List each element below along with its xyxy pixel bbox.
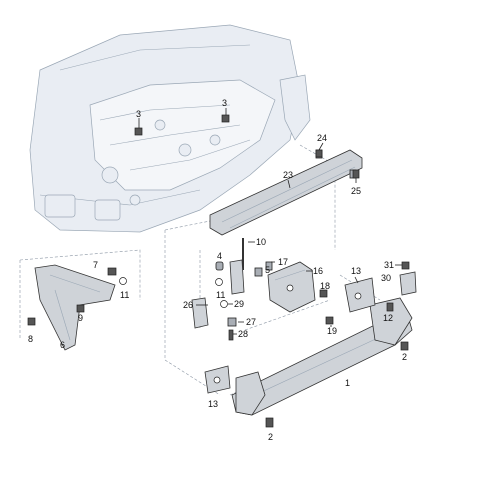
clip-11b xyxy=(215,278,223,286)
bumper-cross-member xyxy=(231,297,413,416)
callout-13a: 13 xyxy=(351,266,361,276)
nut-7 xyxy=(107,267,117,276)
bolt-25 xyxy=(352,169,360,179)
center-bracket xyxy=(191,297,237,341)
nut-29 xyxy=(220,300,228,308)
callout-12: 12 xyxy=(383,313,393,323)
vehicle-rear-body xyxy=(29,24,311,233)
bolt-12 xyxy=(386,302,394,312)
callout-28: 28 xyxy=(238,329,248,339)
fasteners xyxy=(27,114,410,428)
callout-31: 31 xyxy=(384,260,394,270)
callout-3b: 3 xyxy=(222,98,227,108)
bolt-24 xyxy=(315,149,323,158)
callout-17: 17 xyxy=(278,257,288,267)
callout-24: 24 xyxy=(317,133,327,143)
callout-16: 16 xyxy=(313,266,323,276)
bolt-2-right xyxy=(400,341,409,351)
callout-4: 4 xyxy=(217,251,222,261)
callout-labels: 3 3 24 23 25 10 4 5 17 16 18 13 31 30 7 … xyxy=(28,98,407,442)
bolt-3-left xyxy=(134,127,143,136)
bolt-2-left xyxy=(265,417,274,428)
bolt-8 xyxy=(27,317,36,326)
callout-23: 23 xyxy=(283,170,293,180)
nut-19 xyxy=(325,316,334,325)
callout-9: 9 xyxy=(78,313,83,323)
callout-6: 6 xyxy=(60,340,65,350)
callout-7: 7 xyxy=(93,260,98,270)
guide-pin-assembly xyxy=(215,238,273,295)
leader-lines xyxy=(138,108,402,335)
nut-9 xyxy=(76,304,85,313)
callout-8: 8 xyxy=(28,334,33,344)
callout-5: 5 xyxy=(265,265,270,275)
callout-10: 10 xyxy=(256,237,266,247)
nut-31 xyxy=(401,261,410,270)
callout-18: 18 xyxy=(320,281,330,291)
callout-3a: 3 xyxy=(136,109,141,119)
callout-13b: 13 xyxy=(208,399,218,409)
mounting-plate-left xyxy=(204,365,231,394)
callout-11b: 11 xyxy=(216,290,225,300)
callout-19: 19 xyxy=(327,326,337,336)
callout-25: 25 xyxy=(351,186,361,196)
callout-2a: 2 xyxy=(402,352,407,362)
mounting-plate-right xyxy=(344,277,376,313)
side-guide-right xyxy=(399,271,417,296)
nut-18 xyxy=(319,289,328,298)
side-guide-left xyxy=(34,264,116,351)
callout-2b: 2 xyxy=(268,432,273,442)
callout-1: 1 xyxy=(345,378,350,388)
callout-26: 26 xyxy=(183,300,193,310)
bumper-bracket-highlighted xyxy=(267,261,316,313)
callout-29: 29 xyxy=(234,299,244,309)
clip-11a xyxy=(119,277,127,285)
callout-11a: 11 xyxy=(120,290,129,300)
bolt-3-right xyxy=(221,114,230,123)
callout-27: 27 xyxy=(246,317,256,327)
callout-30: 30 xyxy=(381,273,391,283)
